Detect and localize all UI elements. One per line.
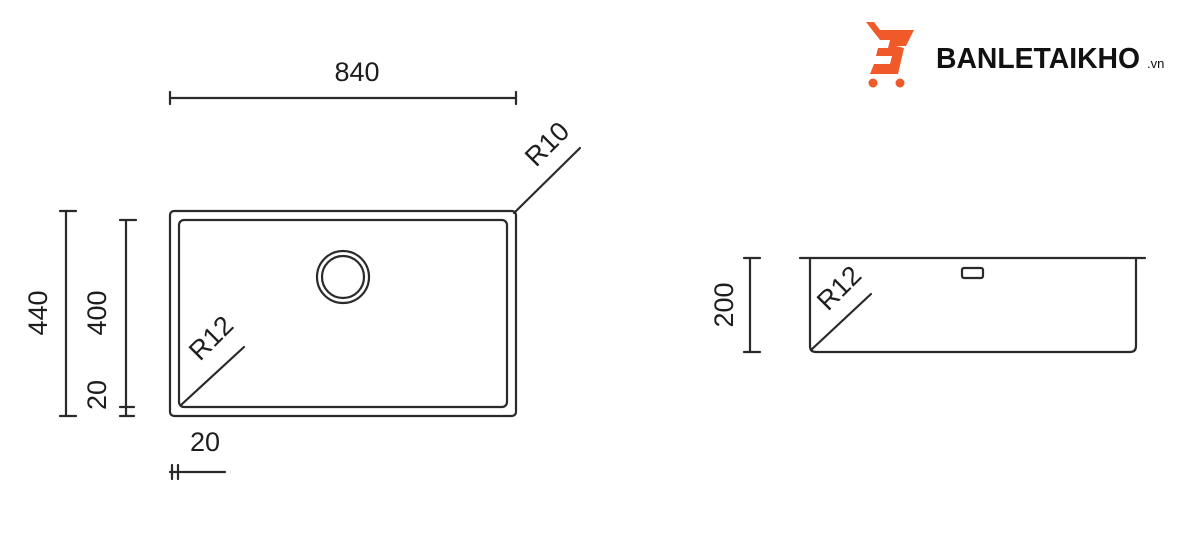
side-radius-leader bbox=[809, 292, 873, 352]
outer-height-label: 440 bbox=[23, 290, 53, 335]
side-bowl-outline bbox=[808, 256, 1138, 354]
drain-outer-icon bbox=[315, 249, 371, 305]
outer-radius-label: R10 bbox=[519, 116, 575, 172]
width-label: 840 bbox=[334, 57, 379, 87]
cart-wheel-icon bbox=[895, 78, 905, 88]
logo-suffix: .vn bbox=[1147, 56, 1164, 71]
inner-radius-leader bbox=[179, 345, 246, 407]
sink-bowl-outline bbox=[177, 218, 509, 409]
side-view: R12 200 bbox=[709, 256, 1147, 354]
brand-logo: BANLETAIKHO .vn bbox=[866, 22, 1164, 88]
sink-outer-rim bbox=[168, 209, 518, 418]
outer-radius-leader bbox=[512, 146, 582, 215]
overflow-slot bbox=[960, 266, 985, 280]
depth-label: 200 bbox=[709, 282, 739, 327]
top-view: 840 R10 R12 440 400 20 20 bbox=[23, 57, 582, 481]
cart-logo-icon bbox=[866, 22, 914, 74]
drain-inner-icon bbox=[320, 254, 366, 300]
rim-vertical-label: 20 bbox=[82, 380, 112, 410]
cart-wheel-icon bbox=[868, 78, 878, 88]
logo-text: BANLETAIKHO bbox=[936, 43, 1140, 75]
inner-height-label: 400 bbox=[82, 290, 112, 335]
rim-horizontal-label: 20 bbox=[190, 427, 220, 457]
side-radius-label: R12 bbox=[811, 260, 867, 316]
